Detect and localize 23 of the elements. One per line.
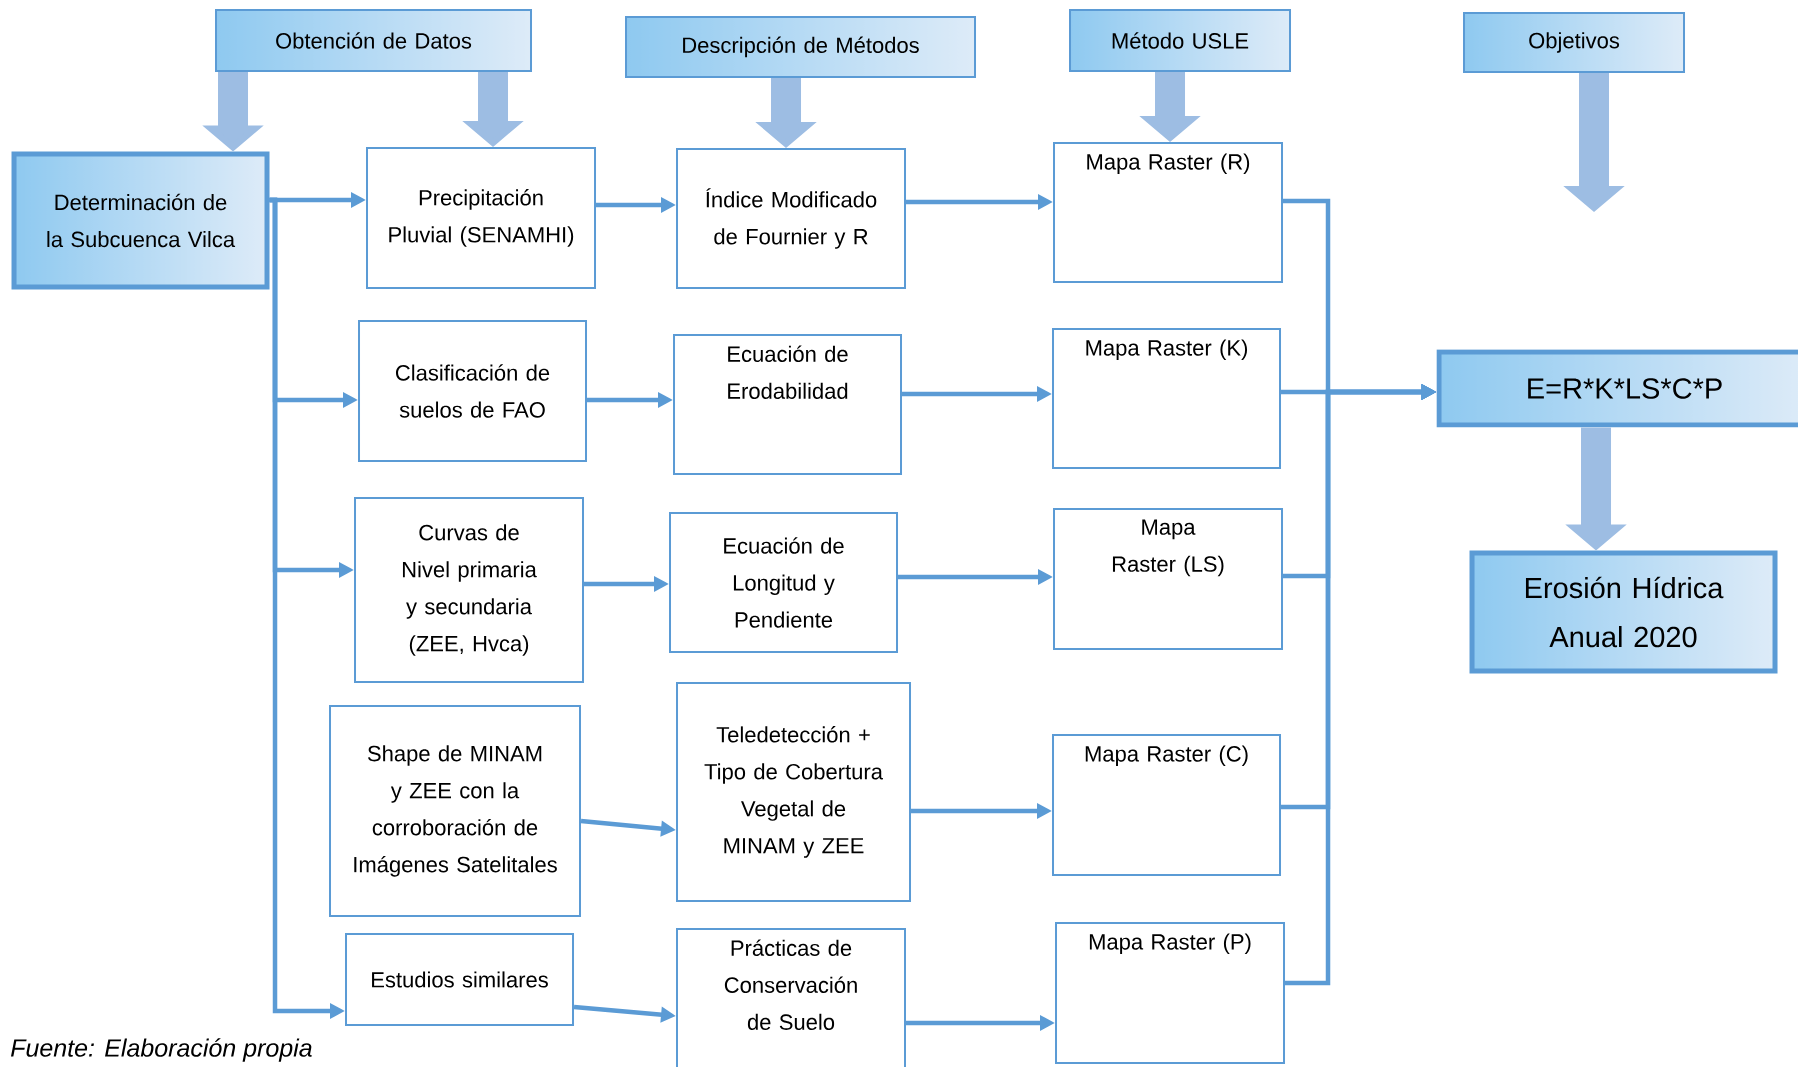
process-box: Ecuación de Longitud y Pendiente xyxy=(669,512,898,653)
source-note: Fuente: Elaboración propia xyxy=(11,1038,312,1062)
process-box: Índice Modificado de Fournier y R xyxy=(676,148,906,289)
header-box: Obtención de Datos xyxy=(215,9,532,72)
process-box: Mapa Raster (P) xyxy=(1055,922,1285,1064)
process-box: Mapa Raster (C) xyxy=(1052,734,1281,876)
process-box: Mapa Raster (K) xyxy=(1052,328,1281,469)
process-box: Curvas de Nivel primaria y secundaria (ZEE, Hvca) xyxy=(354,497,584,683)
process-box: Ecuación de Erodabilidad xyxy=(673,334,902,475)
process-box: Precipitación Pluvial (SENAMHI) xyxy=(366,147,596,289)
process-box: Clasificación de suelos de FAO xyxy=(358,320,587,462)
process-box: Estudios similares xyxy=(345,933,574,1026)
process-box: Mapa Raster (R) xyxy=(1053,142,1283,283)
process-box: Shape de MINAM y ZEE con la corroboración de Imágenes Satelitales xyxy=(329,705,581,917)
highlight-box: Erosión Hídrica Anual 2020 xyxy=(1469,550,1778,674)
process-box: Teledetección + Tipo de Cobertura Vegetal de MINAM y ZEE xyxy=(676,682,911,902)
header-box: Método USLE xyxy=(1069,9,1291,72)
header-box: Objetivos xyxy=(1463,12,1685,73)
highlight-box: E=R*K*LS*C*P xyxy=(1436,349,1798,428)
process-box: Mapa Raster (LS) xyxy=(1053,508,1283,650)
highlight-box: Determinación de la Subcuenca Vilca xyxy=(11,151,270,290)
header-box: Descripción de Métodos xyxy=(625,16,976,78)
process-box: Prácticas de Conservación de Suelo xyxy=(676,928,906,1067)
